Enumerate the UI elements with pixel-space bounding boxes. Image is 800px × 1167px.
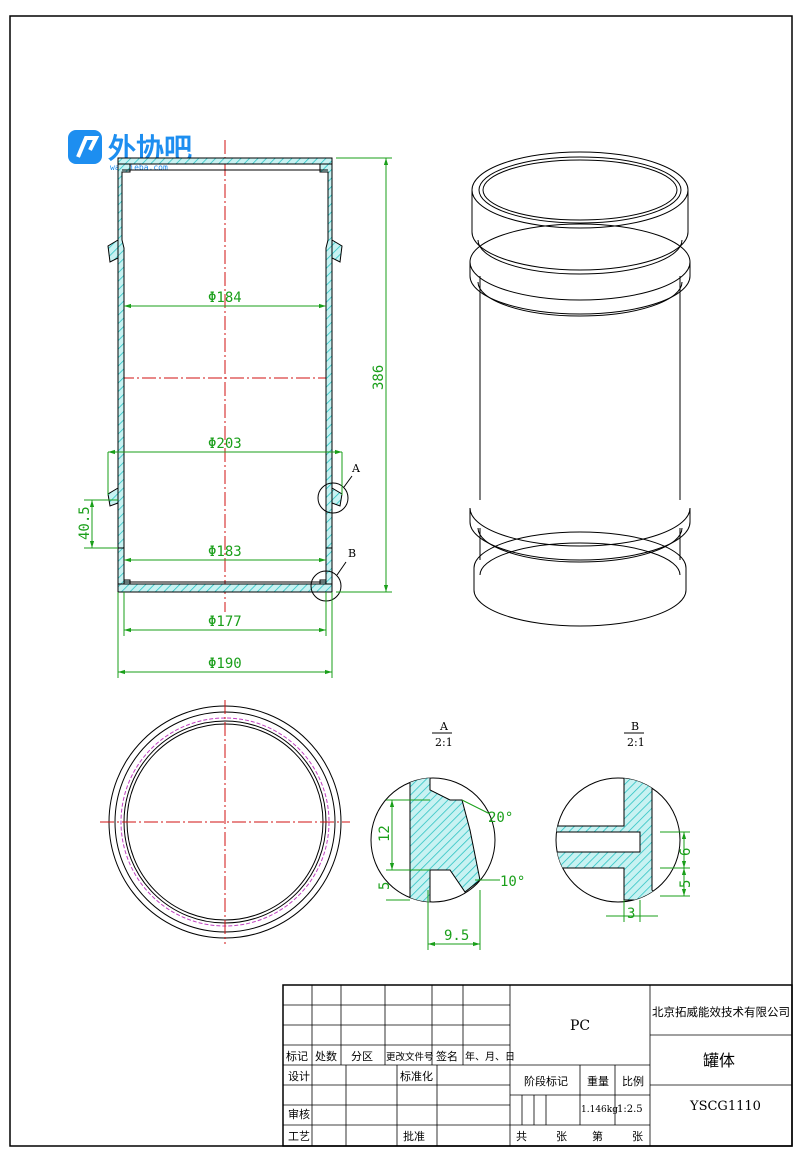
top-lip [117,157,333,165]
tb-part-name: 罐体 [703,1051,735,1070]
left-wall-section [117,159,131,593]
tb-scale-value: 1:2.5 [617,1104,643,1115]
detail-a-scale: 2:1 [435,736,453,749]
dim-d203: Φ203 [208,436,242,452]
lower-clip-right [331,487,343,507]
tb-approve: 批准 [403,1129,425,1143]
tb-date: 年、月、日 [465,1050,515,1063]
upper-clip-right [331,239,343,263]
upper-clip-left [107,239,119,263]
dim-d190: Φ190 [208,656,242,672]
detail-b-dim-5: 5 [678,880,694,888]
title-block: 标记 处数 分区 更改文件号 签名 年、月、日 设计 标准化 审核 工艺 批准 … [282,984,793,1147]
front-section-view [107,140,343,612]
detail-a-angle-20: 20° [488,810,513,826]
dim-d183: Φ183 [208,544,242,560]
callout-a-label: A [351,462,361,475]
tb-weight-label: 重量 [587,1074,609,1088]
logo-subtitle: waixieba.com [110,163,168,172]
bottom-rim [117,583,333,593]
detail-a-dim-5: 5 [377,882,393,890]
detail-b-dim-6: 6 [678,848,694,856]
tb-scale-label: 比例 [622,1074,644,1088]
tb-drawing-number: YSCG1110 [689,1099,761,1114]
tb-sheets: 张 [556,1130,567,1143]
detail-a-dim-9-5: 9.5 [444,928,469,944]
detail-a-dim-12: 12 [377,825,393,842]
tb-stage-mark: 阶段标记 [524,1074,568,1088]
top-view [100,700,350,944]
detail-a-label: A [439,720,449,733]
tb-zone: 分区 [351,1050,373,1063]
tb-review: 审核 [288,1107,310,1121]
tb-process: 工艺 [288,1130,310,1143]
detail-b-dim-3: 3 [627,906,635,922]
detail-b: B 2:1 6 5 3 [555,720,694,922]
lower-clip-left [107,487,119,507]
tb-standardize: 标准化 [400,1069,433,1083]
callout-b: B [310,547,356,602]
callout-a: A [317,462,361,514]
dim-h40-5: 40.5 [77,506,93,540]
right-wall-section [319,159,333,593]
front-view-dimensions [84,157,392,678]
isometric-view [469,151,691,627]
tb-material: PC [570,1018,590,1034]
dim-h386: 386 [371,365,387,390]
dim-d184: Φ184 [208,290,242,306]
tb-sheet-suffix: 张 [632,1130,643,1143]
detail-a-angle-10: 10° [500,874,525,890]
callout-b-label: B [348,547,356,560]
dim-d177: Φ177 [208,614,242,630]
detail-a: A 2:1 12 5 9.5 20° 10° [370,720,525,950]
tb-design: 设计 [288,1070,310,1083]
tb-total: 共 [516,1130,527,1143]
tb-change-doc: 更改文件号 [386,1051,434,1063]
tb-company: 北京拓威能效技术有限公司 [652,1005,790,1019]
tb-weight: 1.146kg [581,1105,618,1115]
logo-icon [68,130,102,164]
detail-b-scale: 2:1 [627,736,645,749]
tb-mark: 标记 [286,1049,308,1063]
tb-sheet-no: 第 [592,1129,603,1143]
detail-b-label: B [631,720,639,733]
tb-signature: 签名 [436,1049,458,1063]
tb-count: 处数 [315,1050,337,1063]
